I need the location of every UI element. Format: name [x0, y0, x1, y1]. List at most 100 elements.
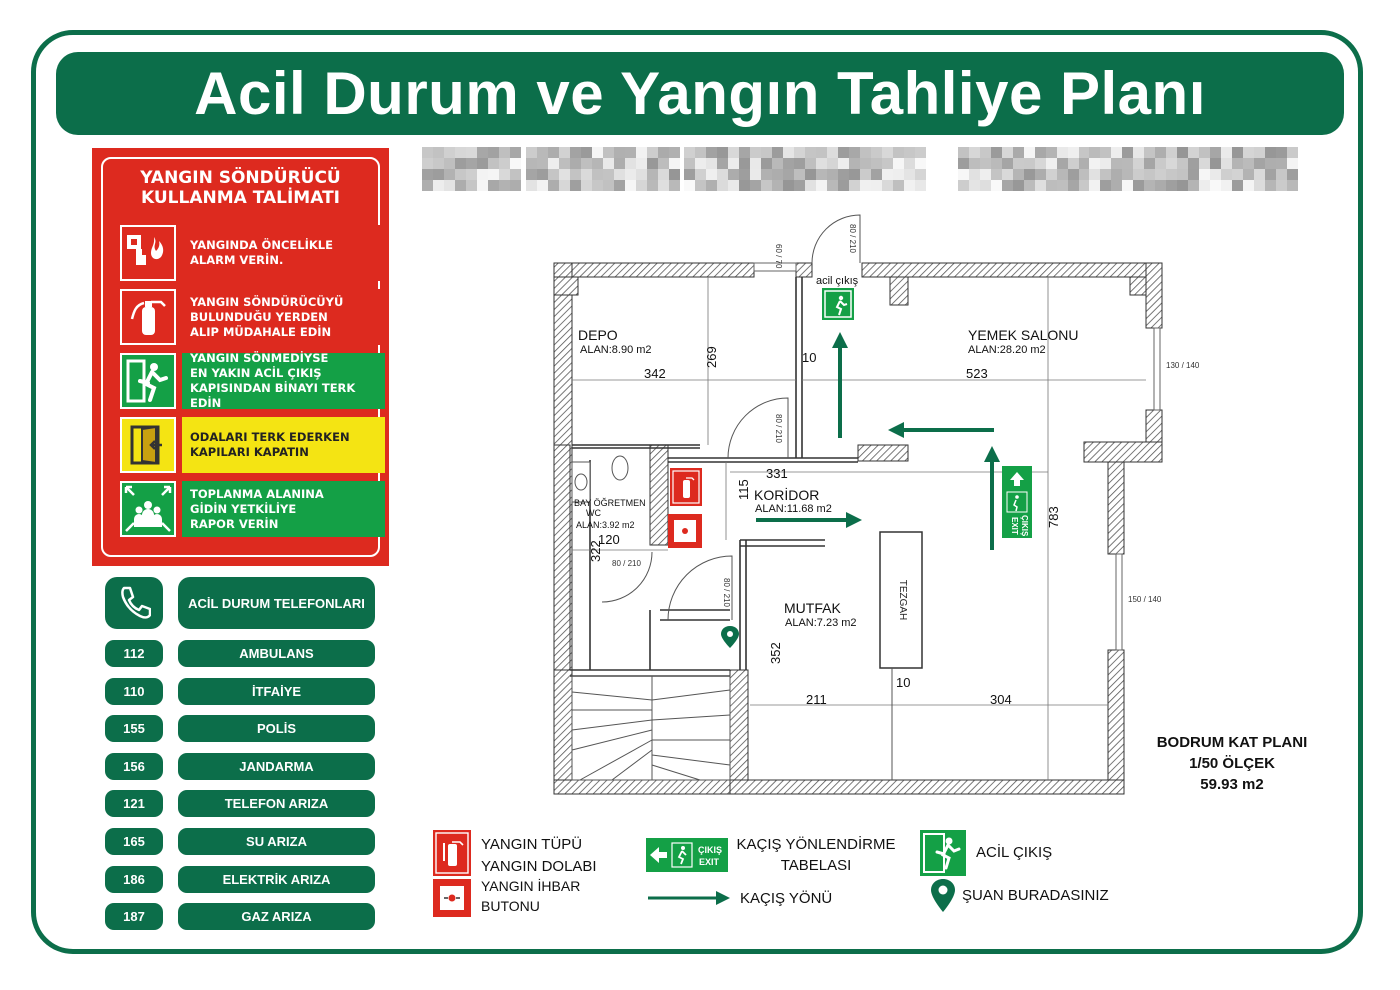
redaction-cell — [1024, 169, 1035, 180]
redaction-cell — [882, 180, 893, 191]
plan-total-area: 59.93 m2 — [1200, 776, 1264, 793]
redaction-cell — [969, 158, 980, 169]
counter-label: TEZGAH — [897, 580, 908, 621]
dimension-lines — [572, 277, 1146, 780]
redaction-cell — [592, 158, 603, 169]
phone-number: 187 — [105, 903, 163, 931]
redaction-cell — [647, 169, 658, 180]
redaction-cell — [1287, 180, 1298, 191]
redaction-cell — [647, 147, 658, 158]
redaction-cell — [581, 180, 592, 191]
redaction-cell — [1002, 180, 1013, 191]
redaction-cell — [1188, 180, 1199, 191]
redaction-cell — [1276, 147, 1287, 158]
redaction-cell — [1199, 169, 1210, 180]
step-3-line1: YANGIN SÖNMEDİYSE — [190, 351, 329, 365]
plan-exit-direction-sign: ÇIKIŞ EXIT — [1002, 466, 1032, 538]
redaction-cell — [1232, 158, 1243, 169]
redaction-cell — [783, 180, 794, 191]
redaction-cell — [860, 158, 871, 169]
redaction-cell — [761, 158, 772, 169]
redaction-cell — [603, 180, 614, 191]
room-depo-area: ALAN:8.90 m2 — [580, 344, 652, 356]
redaction-cell — [466, 180, 477, 191]
redaction-cell — [772, 158, 783, 169]
phone-number: 165 — [105, 828, 163, 855]
phone-number: 155 — [105, 715, 163, 743]
redaction-cell — [1013, 169, 1024, 180]
dim-10a: 10 — [802, 350, 816, 365]
door-icon — [120, 417, 176, 473]
redaction-cell — [1232, 169, 1243, 180]
redaction-cell — [625, 158, 636, 169]
redaction-cell — [739, 180, 750, 191]
redaction-cell — [980, 147, 991, 158]
redaction-cell — [1057, 158, 1068, 169]
redaction-cell — [1166, 180, 1177, 191]
redaction-cell — [1254, 169, 1265, 180]
redaction-cell — [1276, 180, 1287, 191]
door-label-depo: 80 / 210 — [774, 414, 783, 443]
redaction-cell — [827, 158, 838, 169]
redaction-cell — [860, 147, 871, 158]
redaction-cell — [433, 169, 444, 180]
redaction-cell — [455, 147, 466, 158]
dim-523: 523 — [966, 366, 988, 381]
redaction-cell — [893, 147, 904, 158]
legend-exit-sign-text2: EXIT — [699, 857, 720, 867]
room-koridor-area: ALAN:11.68 m2 — [755, 503, 832, 515]
redaction-cell — [1035, 169, 1046, 180]
redaction-cell — [706, 180, 717, 191]
room-wc-name2: WC — [586, 508, 601, 518]
legend-alarm-button-line2: BUTONU — [481, 898, 540, 914]
redaction-cell — [783, 169, 794, 180]
running-exit-icon — [120, 353, 176, 409]
redaction-cell — [658, 169, 669, 180]
redaction-cell — [614, 147, 625, 158]
redaction-cell — [1254, 180, 1265, 191]
door-swings — [601, 214, 861, 621]
redaction-cell — [684, 147, 695, 158]
redaction-cell — [805, 158, 816, 169]
redaction-cell — [750, 169, 761, 180]
redaction-cell — [958, 147, 969, 158]
redaction-cell — [499, 158, 510, 169]
step-2-line3: ALIP MÜDAHALE EDİN — [190, 324, 332, 339]
redaction-cell — [1046, 169, 1057, 180]
redaction-cell — [1265, 180, 1276, 191]
redaction-cell — [728, 169, 739, 180]
redaction-cell — [750, 180, 761, 191]
redaction-cell — [1002, 147, 1013, 158]
redaction-cell — [761, 180, 772, 191]
redaction-cell — [499, 180, 510, 191]
legend-direction-sign-line2: TABELASI — [780, 857, 852, 874]
redaction-cell — [422, 169, 433, 180]
redacted-school-name — [422, 147, 1298, 191]
redaction-cell — [1079, 180, 1090, 191]
redaction-cell — [761, 147, 772, 158]
redaction-cell — [1035, 158, 1046, 169]
redaction-cell — [422, 180, 433, 191]
redaction-cell — [695, 169, 706, 180]
redaction-cell — [1100, 180, 1111, 191]
step-1-line2: ALARM VERİN. — [190, 253, 284, 267]
redaction-cell — [805, 169, 816, 180]
redaction-cell — [1089, 180, 1100, 191]
redaction-cell — [1243, 180, 1254, 191]
room-wc-area: ALAN:3.92 m2 — [576, 520, 635, 530]
redaction-cell — [1177, 180, 1188, 191]
redaction-cell — [794, 169, 805, 180]
legend-fire-extinguisher-icon — [433, 830, 471, 876]
redaction-cell — [849, 169, 860, 180]
redaction-cell — [444, 169, 455, 180]
phone-service-label: ELEKTRİK ARIZA — [178, 865, 375, 893]
redaction-cell — [570, 158, 581, 169]
redaction-cell — [805, 180, 816, 191]
redaction-cell — [510, 180, 521, 191]
